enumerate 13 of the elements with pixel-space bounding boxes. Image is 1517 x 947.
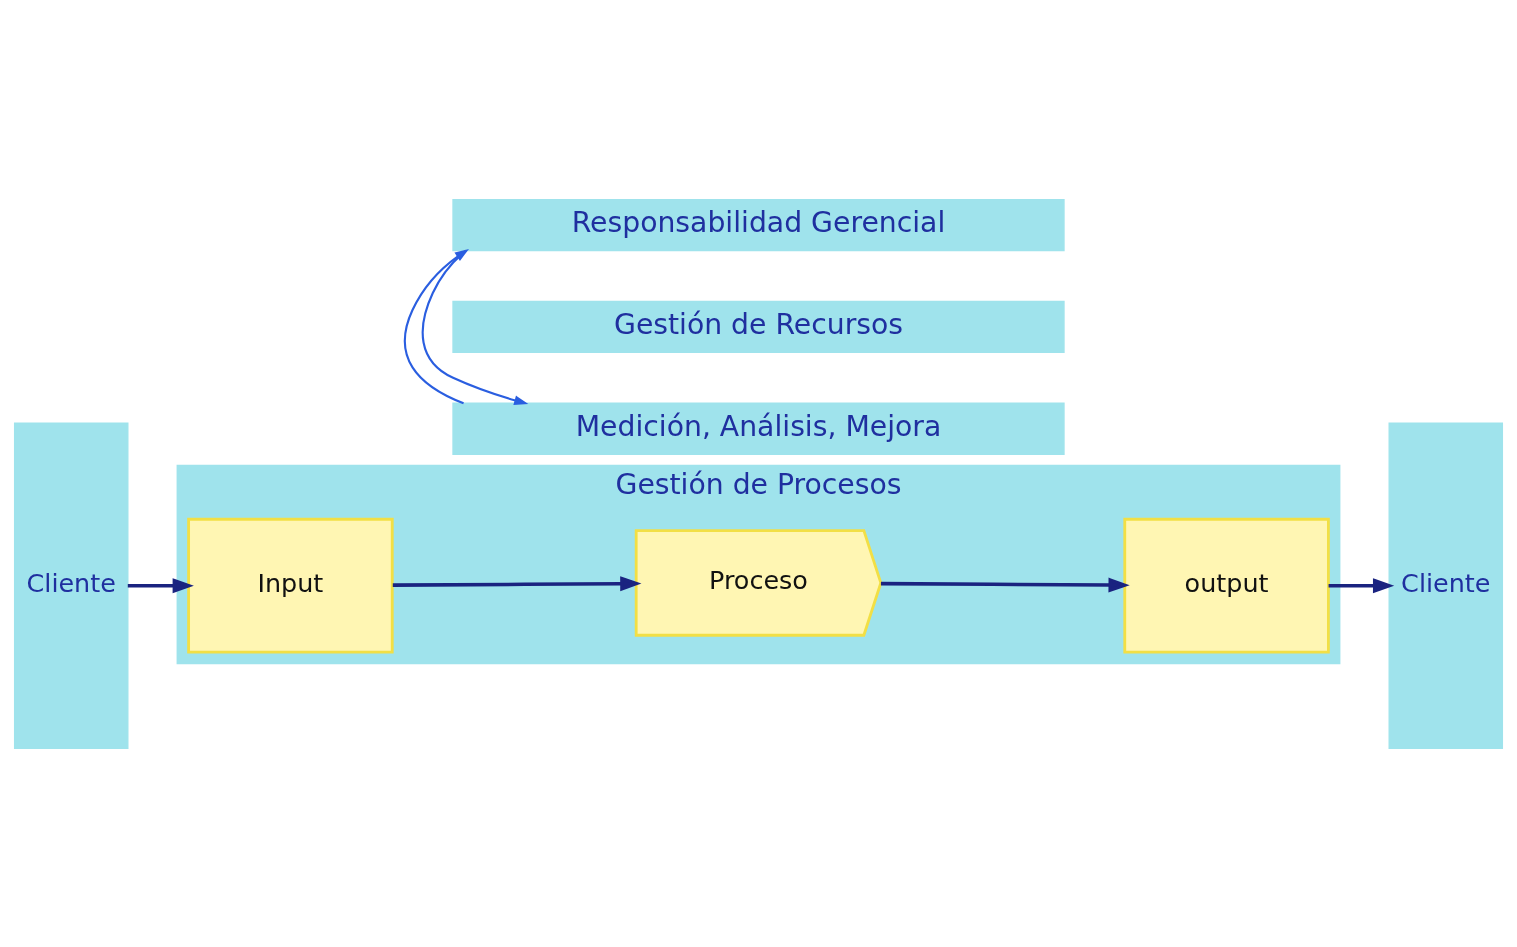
node-box: Cliente: [13, 421, 129, 749]
node-box: Gestión de Recursos: [452, 300, 1065, 353]
node-box: output: [1123, 517, 1330, 654]
node-box: Responsabilidad Gerencial: [452, 198, 1065, 251]
arrow: [403, 248, 469, 404]
arrow: [880, 577, 1130, 592]
node-box: Cliente: [1388, 421, 1504, 749]
node-box: Medición, Análisis, Mejora: [452, 402, 1065, 455]
arrow: [392, 575, 642, 591]
arrow: [1328, 577, 1395, 593]
arrow: [421, 249, 529, 405]
arrow: [127, 577, 194, 593]
node-box: Input: [187, 517, 394, 654]
